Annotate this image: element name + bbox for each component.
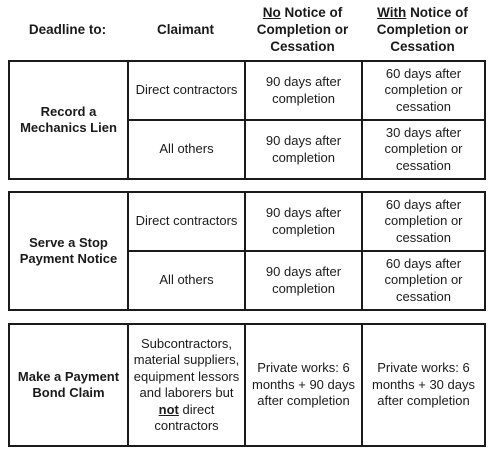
with-notice-cell: 60 days after completion or cessation — [361, 60, 486, 121]
claimant-cell: Direct contractors — [127, 191, 246, 252]
claimant-cell: All others — [127, 250, 246, 311]
group-mechanics-lien: Record a Mechanics Lien Direct contracto… — [8, 60, 486, 180]
group-stop-payment-notice: Serve a Stop Payment Notice Direct contr… — [8, 191, 486, 311]
group-payment-bond-claim: Make a Payment Bond Claim Subcontractors… — [8, 323, 486, 447]
action-cell: Record a Mechanics Lien — [8, 60, 129, 180]
with-notice-cell: 30 days after completion or cessation — [361, 119, 486, 180]
claimant-cell: All others — [127, 119, 246, 180]
claimant-cell: Subcontractors, material suppliers, equi… — [127, 323, 246, 447]
header-deadline: Deadline to: — [28, 21, 107, 37]
no-notice-cell: Private works: 6 months + 90 days after … — [244, 323, 363, 447]
claimant-text: Subcontractors, material suppliers, equi… — [133, 335, 240, 401]
table-row: Serve a Stop Payment Notice Direct contr… — [8, 191, 486, 311]
table-row: Make a Payment Bond Claim Subcontractors… — [8, 323, 486, 447]
header-with-notice: With Notice of Completion or Cessation — [361, 0, 484, 58]
action-cell: Make a Payment Bond Claim — [8, 323, 129, 447]
claimant-cell: Direct contractors — [127, 60, 246, 121]
with-notice-cell: 60 days after completion or cessation — [361, 250, 486, 311]
header-no-rest: Notice of Completion or Cessation — [256, 4, 349, 54]
no-notice-cell: 90 days after completion — [244, 119, 363, 180]
claimant-text-end: direct contractors — [154, 401, 219, 434]
with-notice-cell: 60 days after completion or cessation — [361, 191, 486, 252]
table-row: Record a Mechanics Lien Direct contracto… — [8, 60, 486, 180]
claimant-not-emphasis: not — [158, 401, 179, 417]
with-notice-cell: Private works: 6 months + 30 days after … — [361, 323, 486, 447]
no-notice-cell: 90 days after completion — [244, 191, 363, 252]
table-row: All others 90 days after completion 60 d… — [9, 250, 486, 311]
table-header: Deadline to: Claimant No Notice of Compl… — [0, 0, 492, 58]
table-row: All others 90 days after completion 30 d… — [9, 119, 486, 180]
header-no-notice: No Notice of Completion or Cessation — [244, 0, 361, 58]
header-with-rest: Notice of Completion or Cessation — [376, 4, 469, 54]
header-with-emphasis: With — [377, 4, 407, 20]
no-notice-cell: 90 days after completion — [244, 60, 363, 121]
header-claimant: Claimant — [156, 21, 214, 37]
action-cell: Serve a Stop Payment Notice — [8, 191, 129, 311]
no-notice-cell: 90 days after completion — [244, 250, 363, 311]
header-no-emphasis: No — [262, 4, 281, 20]
